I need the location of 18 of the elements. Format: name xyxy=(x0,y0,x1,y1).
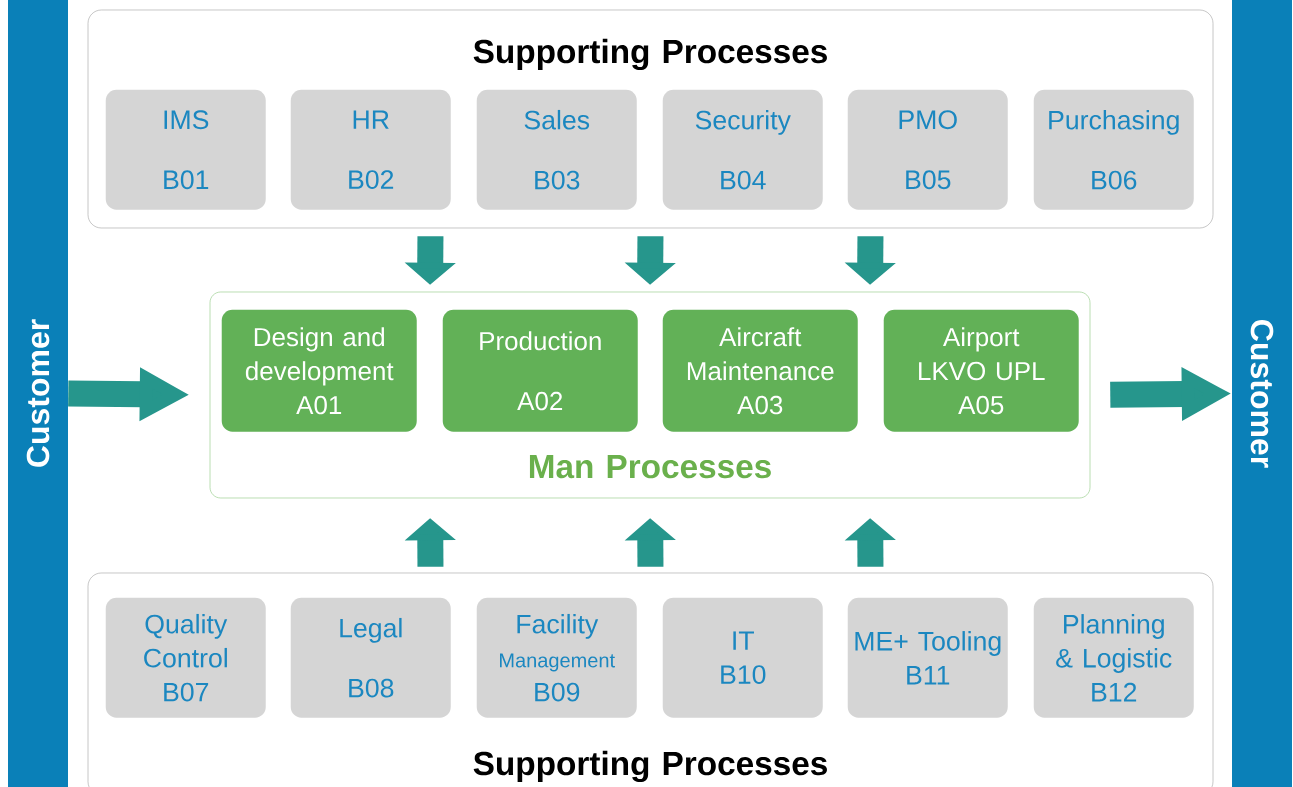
process-box: Design and development A01 xyxy=(221,309,417,432)
customer-bar: Customer xyxy=(1232,0,1292,787)
process-box: Quality Control B07 xyxy=(105,597,266,718)
customer-bar: Customer xyxy=(8,0,68,787)
process-box: IT B10 xyxy=(662,597,823,718)
process-box: Legal B08 xyxy=(290,597,451,718)
process-box: Sales B03 xyxy=(476,89,637,210)
process-box: Planning & Logistic B12 xyxy=(1033,597,1194,718)
process-box: PMO B05 xyxy=(847,89,1008,210)
process-box: IMS B01 xyxy=(105,89,266,210)
process-box: Aircraft Maintenance A03 xyxy=(662,309,858,432)
process-box: ME+ Tooling B11 xyxy=(847,597,1008,718)
process-box: Security B04 xyxy=(662,89,823,210)
process-box: Purchasing B06 xyxy=(1033,89,1194,210)
process-box: HR B02 xyxy=(290,89,451,210)
process-box: Production A02 xyxy=(442,309,638,432)
process-box: Airport LKVO UPL A05 xyxy=(883,309,1079,432)
process-box: Facility Management B09 xyxy=(476,597,637,718)
